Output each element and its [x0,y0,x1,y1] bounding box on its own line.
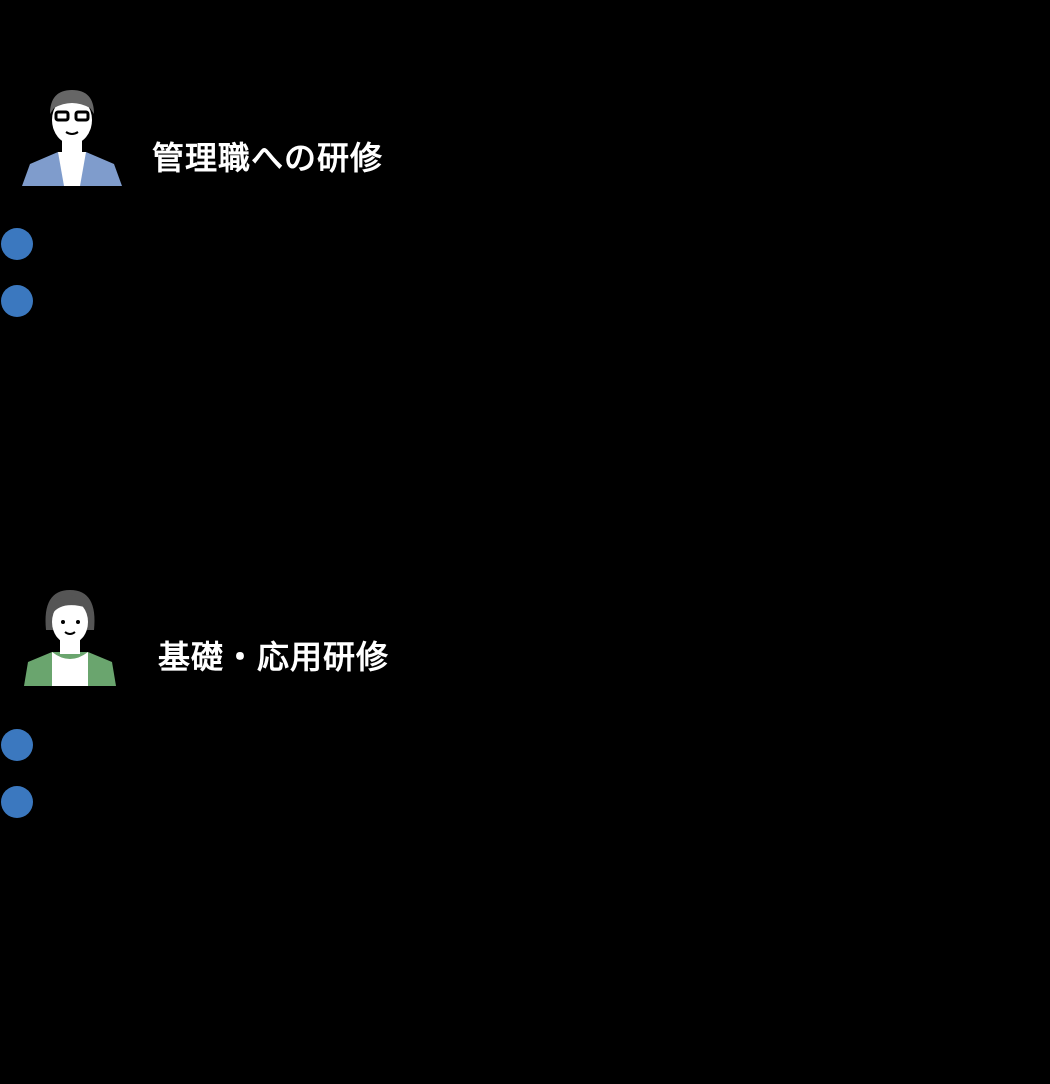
woman-icon [24,590,116,686]
section-title: 管理職への研修 [152,139,384,177]
bullet-dot [1,729,33,761]
bullet-dot [1,786,33,818]
man-with-glasses-icon [22,90,122,186]
bullet-dot [1,285,33,317]
bullet-dot [1,228,33,260]
section-title: 基礎・応用研修 [158,638,390,676]
